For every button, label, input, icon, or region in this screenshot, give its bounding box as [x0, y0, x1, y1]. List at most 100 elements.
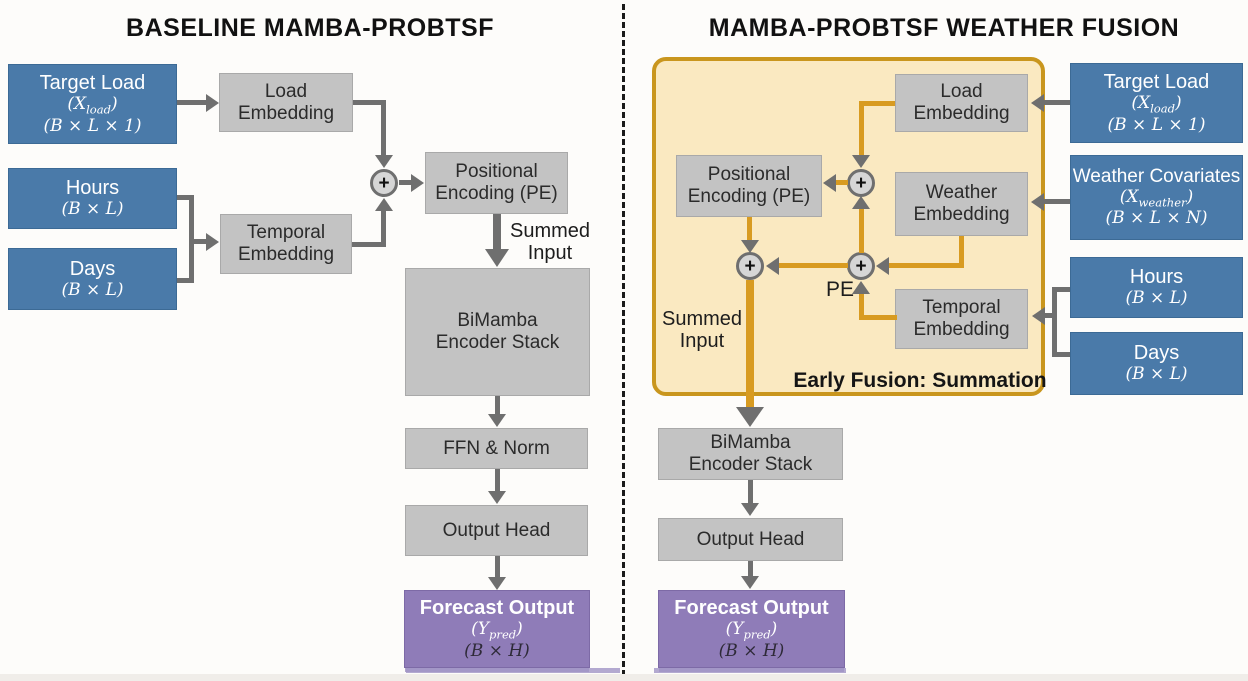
input-target-load-right: Target Load (Xload) (B × L × 1)	[1070, 63, 1243, 143]
input-label: Hours	[65, 177, 120, 200]
arrow-head-orange	[876, 257, 889, 275]
node-label: Embedding	[237, 244, 335, 265]
arrow-line-orange	[836, 180, 848, 185]
arrow-head	[375, 155, 393, 168]
dims-line: (B × L)	[61, 279, 124, 300]
arrow-line-orange	[959, 236, 964, 268]
node-label: Encoder Stack	[435, 332, 560, 353]
node-output-head-left: Output Head	[405, 505, 588, 556]
node-label: Embedding	[913, 204, 1010, 225]
node-temporal-embedding-left: Temporal Embedding	[220, 214, 352, 274]
node-label: Load	[264, 80, 308, 102]
node-label: Positional	[455, 161, 538, 183]
node-label: BiMamba	[457, 310, 538, 332]
input-label: Hours	[1129, 266, 1184, 289]
sum-node-right-top: +	[847, 169, 875, 197]
arrow-line	[495, 469, 500, 492]
arrow-line	[495, 396, 500, 416]
node-label: BiMamba	[710, 432, 791, 454]
plus-icon: +	[855, 255, 867, 277]
math-line: (Xweather)	[1119, 186, 1194, 210]
input-days-right: Days (B × L)	[1070, 332, 1243, 395]
node-weather-embedding-right: Weather Embedding	[895, 172, 1028, 236]
dims-line: (B × L × 1)	[1107, 114, 1206, 135]
forecast-shadow-left	[406, 668, 620, 673]
node-label: Temporal	[922, 297, 1001, 319]
node-positional-encoding-right: Positional Encoding (PE)	[676, 155, 822, 217]
arrow-line	[1044, 100, 1070, 105]
node-forecast-output-right: Forecast Output (Ypred) (B × H)	[658, 590, 845, 668]
arrow-line-orange	[859, 294, 864, 318]
arrow-line	[1045, 313, 1057, 318]
arrow-head	[1031, 193, 1044, 211]
arrow-head	[1031, 94, 1044, 112]
input-label: Days	[69, 257, 116, 280]
node-ffn-norm-left: FFN & Norm	[405, 428, 588, 469]
bracket-line	[1052, 287, 1057, 357]
arrow-line-orange	[859, 208, 864, 253]
math-line: (Xload)	[67, 93, 118, 117]
arrow-line	[352, 242, 386, 247]
arrow-head-orange	[852, 155, 870, 168]
arrow-line-orange	[779, 263, 848, 268]
input-days-left: Days (B × L)	[8, 248, 177, 310]
forecast-label: Forecast Output	[419, 596, 575, 619]
bottom-strip	[0, 674, 1248, 681]
arrow-line	[748, 480, 753, 504]
sum-node-left: +	[370, 169, 398, 197]
arrow-line	[495, 556, 500, 578]
arrow-line-orange	[859, 101, 864, 156]
node-output-head-right: Output Head	[658, 518, 843, 561]
node-label: Load	[940, 81, 983, 103]
input-label: Weather Covariates	[1072, 165, 1241, 187]
input-label: Days	[1133, 342, 1180, 365]
arrow-line	[399, 180, 412, 185]
node-bimamba-left: BiMamba Encoder Stack	[405, 268, 590, 396]
left-panel-title: BASELINE MAMBA-PROBTSF	[126, 14, 494, 42]
dims-line: (B × L)	[61, 199, 124, 220]
input-hours-left: Hours (B × L)	[8, 168, 177, 229]
arrow-line	[177, 100, 207, 105]
arrow-head	[411, 174, 424, 192]
arrow-line	[493, 214, 501, 250]
bracket-line	[177, 195, 194, 200]
input-weather-covariates-right: Weather Covariates (Xweather) (B × L × N…	[1070, 155, 1243, 240]
arrow-head-orange	[823, 174, 836, 192]
summed-input-label-left: Summed Input	[509, 220, 591, 264]
input-hours-right: Hours (B × L)	[1070, 257, 1243, 318]
plus-icon: +	[744, 255, 756, 277]
arrow-line	[748, 561, 753, 576]
arrow-line	[353, 100, 386, 105]
input-label: Target Load	[39, 71, 146, 94]
arrow-head	[375, 198, 393, 211]
plus-icon: +	[378, 172, 390, 194]
arrow-line-orange	[859, 315, 897, 320]
arrow-head	[485, 249, 509, 267]
arrow-head-orange	[741, 240, 759, 253]
forecast-label: Forecast Output	[674, 596, 829, 619]
arrow-line	[381, 211, 386, 247]
arrow-head-orange	[852, 196, 870, 209]
dims-line: (B × L)	[1125, 364, 1188, 385]
bracket-line	[177, 278, 194, 283]
math-line: (Ypred)	[471, 618, 523, 642]
node-load-embedding-right: Load Embedding	[895, 74, 1028, 132]
node-bimamba-right: BiMamba Encoder Stack	[658, 428, 843, 480]
node-label: Encoding (PE)	[687, 186, 811, 207]
node-load-embedding-left: Load Embedding	[219, 73, 353, 132]
arrow-head	[741, 576, 759, 589]
arrow-head	[206, 94, 219, 112]
arrow-head	[488, 577, 506, 590]
arrow-line-orange	[889, 263, 962, 268]
math-line: (Ypred)	[725, 618, 778, 642]
math-line: (Xload)	[1131, 92, 1182, 116]
sum-node-right-mid: +	[847, 252, 875, 280]
node-temporal-embedding-right: Temporal Embedding	[895, 289, 1028, 349]
input-label: Target Load	[1103, 70, 1210, 93]
node-label: Embedding	[913, 103, 1010, 124]
node-label: Encoder Stack	[688, 454, 813, 475]
node-label: Encoding (PE)	[435, 183, 558, 204]
arrow-head	[488, 491, 506, 504]
arrow-head	[488, 414, 506, 427]
